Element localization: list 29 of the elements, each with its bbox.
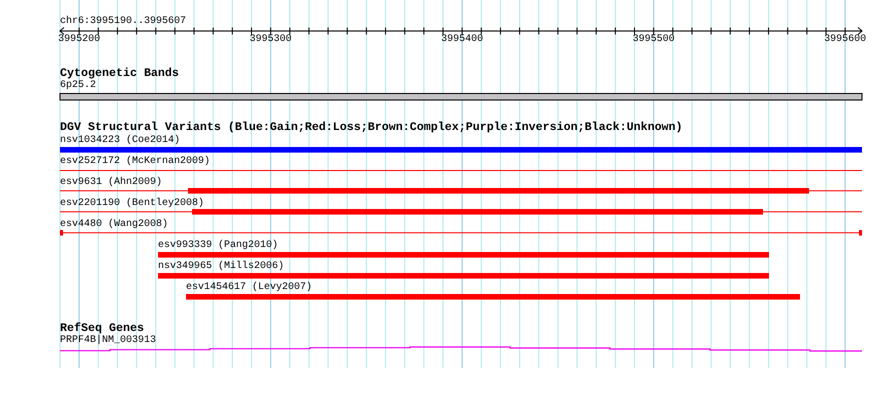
variant-label: esv993339 (Pang2010) <box>158 240 278 252</box>
cytoband-feature <box>60 80 862 100</box>
tick-label: 3995400 <box>441 34 484 46</box>
variant-label: esv4480 (Wang2008) <box>60 218 168 231</box>
variant-feature <box>60 134 862 153</box>
variant-label: esv2527172 (McKernan2009) <box>60 156 210 168</box>
track-title: RefSeq Genes <box>60 322 144 334</box>
variant-feature <box>60 198 862 216</box>
variant-label: esv9631 (Ahn2009) <box>60 176 162 189</box>
variant-feature <box>60 218 862 236</box>
track-title: Cytogenetic Bands <box>60 66 179 80</box>
variant-feature <box>60 176 862 194</box>
variant-feature <box>186 282 800 300</box>
variant-label: nsv349965 (Mills2006) <box>158 260 284 272</box>
tick-label: 3995200 <box>58 34 100 46</box>
gene-label: PRPF4B|NM_003913 <box>60 334 156 346</box>
tick-label: 3995600 <box>824 34 866 46</box>
gene-feature <box>60 334 862 352</box>
tick-label: 3995500 <box>632 34 675 46</box>
variant-feature <box>60 156 862 171</box>
band-label: 6p25.2 <box>60 80 96 92</box>
variant-label: nsv1034223 (Coe2014) <box>60 134 180 146</box>
tick-label: 3995300 <box>250 34 292 46</box>
variant-feature <box>158 260 769 279</box>
variant-label: esv1454617 (Levy2007) <box>186 282 312 294</box>
track-title: DGV Structural Variants (Blue:Gain;Red:Loss;Brown:Complex;Purple:Inversion;Black:Unknown) <box>60 120 683 134</box>
variant-label: esv2201190 (Bentley2008) <box>60 198 204 210</box>
coordinate-range-label: chr6:3995190..3995607 <box>60 16 186 28</box>
variant-feature <box>158 240 769 258</box>
